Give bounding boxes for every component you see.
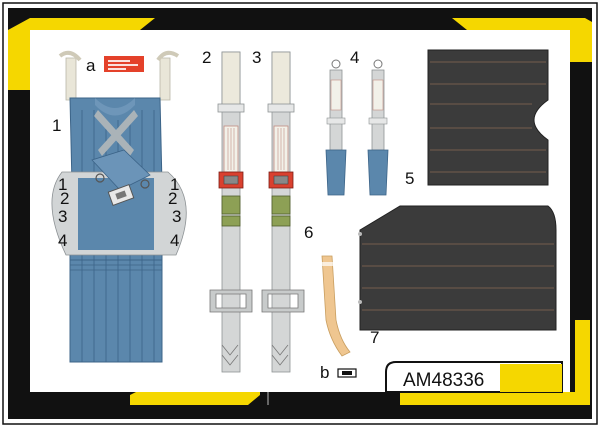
label-3: 3	[252, 48, 261, 67]
label-5: 5	[405, 169, 414, 188]
label-b: b	[320, 363, 329, 382]
label-a: a	[86, 56, 96, 75]
label-4: 4	[350, 48, 359, 67]
strap-number-2: 2	[60, 189, 69, 208]
label-1: 1	[52, 116, 61, 135]
svg-text:4: 4	[170, 231, 179, 250]
harness-part-1: 1 2 3 4 1 2 3 4	[51, 50, 187, 363]
frame-yellow-top-left	[8, 18, 155, 90]
frame-yellow-bottom-right	[400, 320, 590, 405]
strap-part-4	[325, 59, 389, 196]
buckle-icon-b	[337, 368, 357, 378]
belt-part-2	[209, 51, 253, 373]
label-2: 2	[202, 48, 211, 67]
label-7: 7	[370, 328, 379, 347]
placard-icon	[104, 56, 144, 72]
product-code: AM48336	[403, 370, 484, 391]
frame-yellow-top-right	[452, 18, 592, 62]
strap-number-4: 4	[58, 231, 67, 250]
strap-number-1: 1	[58, 175, 67, 194]
strap-number-3: 3	[58, 207, 67, 226]
buckle-icon	[107, 184, 135, 206]
tan-strip-part-6	[320, 255, 351, 357]
label-6: 6	[304, 223, 313, 242]
svg-text:1: 1	[170, 175, 179, 194]
svg-text:3: 3	[172, 207, 181, 226]
belt-part-3	[261, 51, 305, 373]
product-code-box: AM48336	[385, 361, 563, 393]
pad-part-7	[358, 205, 557, 331]
pad-part-5	[427, 49, 549, 186]
svg-text:2: 2	[168, 189, 177, 208]
